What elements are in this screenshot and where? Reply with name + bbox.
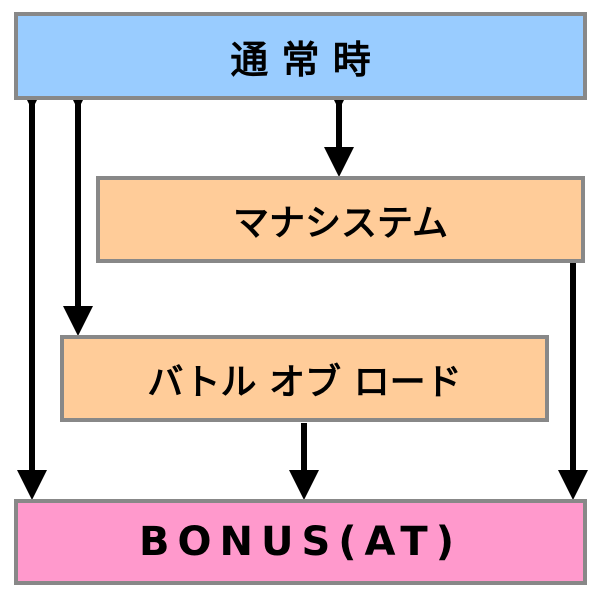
node-bonus: BONUS(AT)	[14, 499, 587, 585]
node-normal: 通 常 時	[14, 12, 587, 100]
node-battle-label: バトル オブ ロード	[147, 361, 462, 403]
node-mana-label: マナシステム	[233, 202, 448, 244]
node-normal-label: 通 常 時	[230, 37, 371, 82]
node-bonus-label: BONUS(AT)	[139, 519, 462, 565]
node-battle: バトル オブ ロード	[60, 335, 549, 422]
node-mana: マナシステム	[96, 176, 585, 263]
